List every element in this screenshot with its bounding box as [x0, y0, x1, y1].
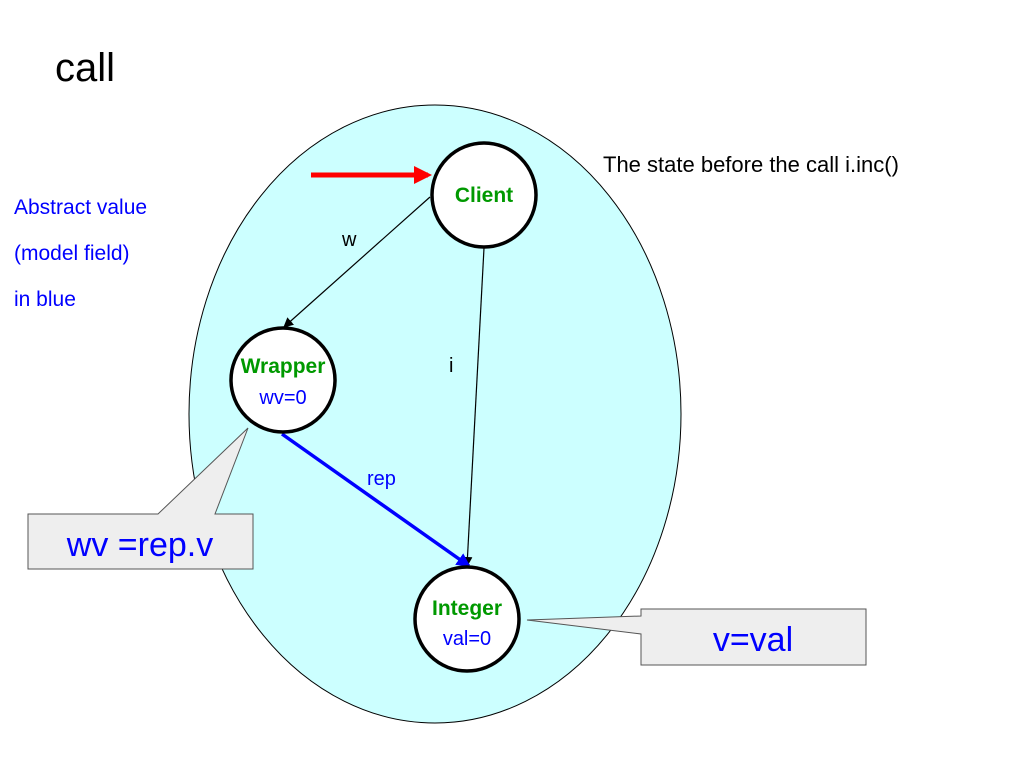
- client-node-title: Client: [455, 184, 513, 207]
- edge-rep-label: rep: [367, 468, 396, 490]
- client-node: Client: [430, 141, 538, 249]
- legend-line-2: (model field): [14, 242, 130, 265]
- edge-i: [462, 247, 485, 567]
- integer-node: Integer val=0: [413, 565, 521, 673]
- integer-node-value: val=0: [443, 628, 491, 650]
- legend-line-3: in blue: [14, 288, 76, 311]
- edge-rep: [280, 432, 471, 568]
- wrapper-node-value: wv=0: [258, 387, 306, 409]
- legend-line-1: Abstract value: [14, 196, 148, 219]
- wrapper-callout: wv =rep.v: [27, 427, 254, 570]
- wrapper-node-title: Wrapper: [241, 355, 326, 378]
- edge-w: [283, 196, 431, 328]
- heap-region: [188, 104, 682, 724]
- integer-callout-text: v=val: [713, 621, 793, 659]
- edge-w-label: w: [341, 229, 357, 251]
- integer-callout: v=val: [526, 608, 867, 666]
- slide-title: call: [55, 46, 116, 90]
- wrapper-callout-text: wv =rep.v: [66, 526, 213, 564]
- state-note: The state before the call i.inc(): [603, 152, 899, 177]
- integer-node-title: Integer: [432, 597, 502, 620]
- edge-i-label: i: [449, 355, 453, 377]
- wrapper-node: Wrapper wv=0: [229, 326, 337, 434]
